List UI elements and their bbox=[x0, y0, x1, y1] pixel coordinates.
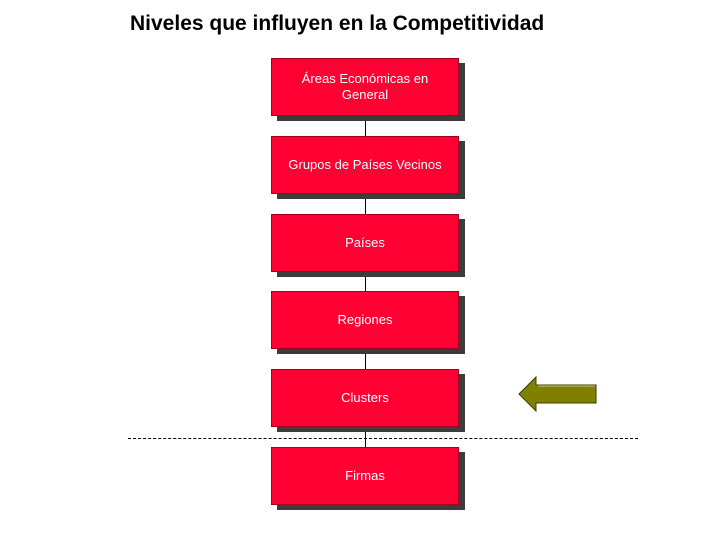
level-box-face: Áreas Económicas en General bbox=[271, 58, 459, 116]
level-box-face: Países bbox=[271, 214, 459, 272]
level-label: Regiones bbox=[337, 312, 393, 327]
level-box-face: Regiones bbox=[271, 291, 459, 349]
level-label: Países bbox=[345, 235, 385, 250]
vertical-connector-line bbox=[365, 116, 366, 450]
level-box-firmas: Firmas bbox=[271, 447, 465, 510]
level-label: Clusters bbox=[341, 390, 389, 405]
level-box-face: Clusters bbox=[271, 369, 459, 427]
level-box-paises: Países bbox=[271, 214, 465, 277]
level-box-areas-economicas: Áreas Económicas en General bbox=[271, 58, 465, 121]
level-label: Grupos de Países Vecinos bbox=[288, 157, 442, 172]
left-arrow-icon bbox=[518, 375, 597, 413]
level-box-face: Grupos de Países Vecinos bbox=[271, 136, 459, 194]
level-box-face: Firmas bbox=[271, 447, 459, 505]
dashed-divider-line bbox=[128, 438, 638, 439]
level-box-clusters: Clusters bbox=[271, 369, 465, 432]
level-label: Áreas Económicas en General bbox=[301, 71, 429, 102]
level-box-regiones: Regiones bbox=[271, 291, 465, 354]
level-label: Firmas bbox=[345, 468, 385, 483]
level-box-grupos-paises: Grupos de Países Vecinos bbox=[271, 136, 465, 199]
diagram-title: Niveles que influyen en la Competitivida… bbox=[130, 12, 545, 35]
